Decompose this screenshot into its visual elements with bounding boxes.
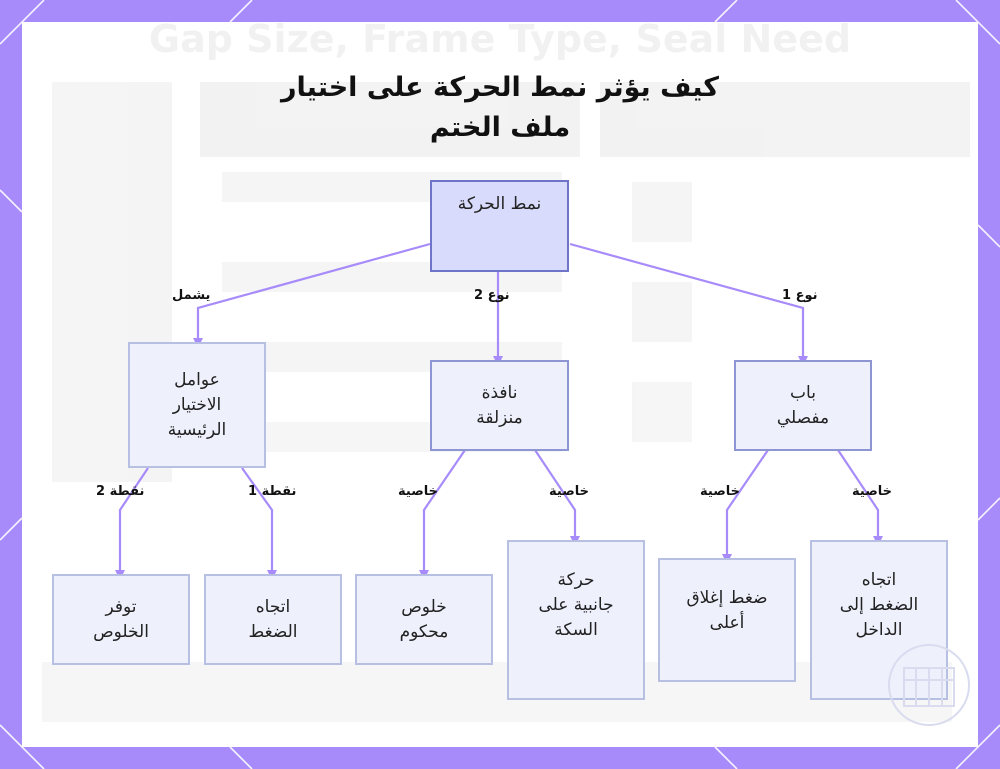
edge-label-property-inward: خاصية xyxy=(852,484,892,499)
edge-label-type1: نوع 1 xyxy=(782,288,818,303)
node-lateral-track-movement: حركة جانبية على السكة xyxy=(507,540,645,700)
node-hinged-door: باب مفصلي xyxy=(734,360,872,451)
edge-root-factors xyxy=(198,244,430,342)
edge-label-includes: يشمل xyxy=(172,288,210,303)
watermark-logo-icon xyxy=(884,640,974,730)
node-higher-closing-pressure: ضغط إغلاق أعلى xyxy=(658,558,796,682)
edge-hinged-up xyxy=(727,450,768,558)
node-pressure-direction: اتجاه الضغط xyxy=(204,574,342,665)
edge-label-point2: نقطة 2 xyxy=(96,484,144,499)
edge-root-hinged xyxy=(570,244,803,360)
edge-label-property-controlled: خاصية xyxy=(398,484,438,499)
node-controlled-clearance: خلوص محكوم xyxy=(355,574,493,665)
edge-sliding-controlled xyxy=(424,450,465,574)
edge-label-property-up: خاصية xyxy=(700,484,740,499)
node-gap-availability: توفر الخلوص xyxy=(52,574,190,665)
edge-label-type2: نوع 2 xyxy=(474,288,510,303)
node-sliding-window: نافذة منزلقة xyxy=(430,360,569,451)
edge-label-property-lateral: خاصية xyxy=(549,484,589,499)
edge-label-point1: نقطة 1 xyxy=(248,484,296,499)
node-key-factors: عوامل الاختيار الرئيسية xyxy=(128,342,266,468)
node-movement-type: نمط الحركة xyxy=(430,180,569,272)
